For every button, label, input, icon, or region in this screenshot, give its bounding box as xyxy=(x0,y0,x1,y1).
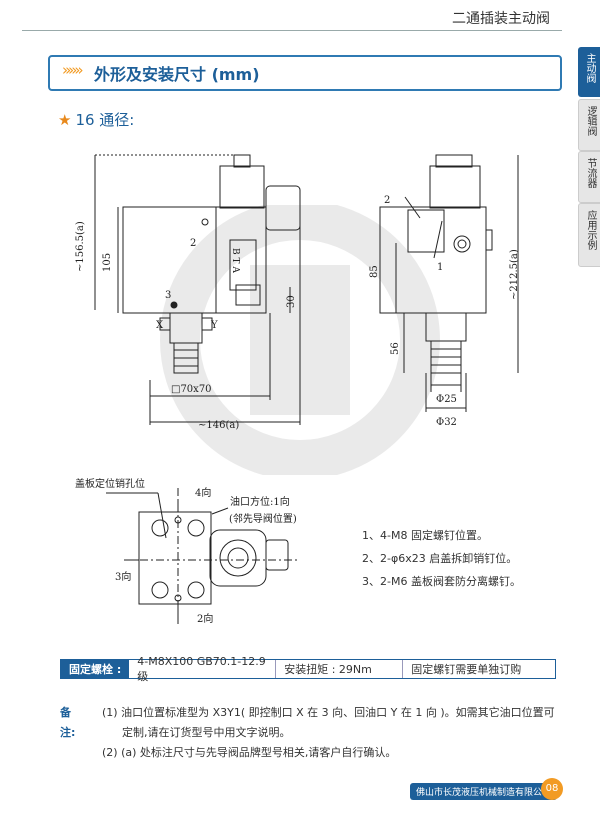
bolt-torque: 安装扭矩 : 29Nm xyxy=(276,660,404,678)
section-cut xyxy=(407,209,445,253)
section-header: »»» 外形及安装尺寸 (mm) xyxy=(48,55,562,91)
port-y xyxy=(201,317,213,331)
tab-logic-valve-label: 逻辑阀 xyxy=(585,106,596,136)
dim-h1565: ~156.5(a) xyxy=(75,221,86,272)
label-dir4: 4向 xyxy=(195,486,211,499)
tab-application-label: 应用示例 xyxy=(585,210,596,250)
bolt-spec-bar: 固定螺栓 : 4-M8X100 GB70.1-12.9 级 安装扭矩 : 29N… xyxy=(60,655,556,683)
tab-logic-valve[interactable]: 逻辑阀 xyxy=(578,99,600,151)
notes-list: 1、4-M8 固定螺钉位置。 2、2-φ6x23 启盖拆卸销钉位。 3、2-M6… xyxy=(362,524,521,593)
callout-2-right: 2 xyxy=(384,195,390,206)
cover-left xyxy=(215,206,267,314)
dim-d25: Φ25 xyxy=(436,394,457,405)
remark-1-cont: 定制,请在订货型号中用文字说明。 xyxy=(122,726,291,739)
dim-h30: 30 xyxy=(286,295,297,308)
tab-application[interactable]: 应用示例 xyxy=(578,203,600,267)
label-oil-port-note: (邻先导阀位置) xyxy=(229,512,297,525)
dim-d32: Φ32 xyxy=(436,417,457,428)
page-number: 08 xyxy=(541,778,563,800)
connector-left xyxy=(265,185,301,231)
port-x xyxy=(159,317,171,331)
label-x: X xyxy=(156,320,164,331)
header-title: 二通插装主动阀 xyxy=(452,11,550,27)
dim-w146: ~146(a) xyxy=(198,420,239,431)
label-y: Y xyxy=(210,320,218,331)
solenoid-left xyxy=(219,165,265,209)
callout-2-left: 2 xyxy=(190,238,196,249)
bta-plate xyxy=(229,239,257,291)
label-bta: B T A xyxy=(230,248,240,273)
chevrons-icon: »»» xyxy=(62,61,83,79)
callout-1: 1 xyxy=(437,262,443,273)
dim-square: □70x70 xyxy=(171,384,212,395)
label-dir2: 2向 xyxy=(197,612,213,625)
tab-active-valve[interactable]: 主动阀 xyxy=(578,47,600,97)
subsection-title: ★16 通径: xyxy=(58,109,134,130)
footer-company: 佛山市长茂液压机械制造有限公司 xyxy=(410,783,558,800)
remarks-label: 备注: xyxy=(60,706,76,739)
remark-2: (2) (a) 处标注尺寸与先导阀品牌型号相关,请客户自行确认。 xyxy=(102,746,397,759)
bolt-spec: 4-M8X100 GB70.1-12.9 级 xyxy=(129,655,277,683)
tab-throttle[interactable]: 节流器 xyxy=(578,151,600,203)
remark-1: (1) 油口位置标准型为 X3Y1( 即控制口 X 在 3 向、回油口 Y 在 … xyxy=(102,706,555,719)
label-oil-port: 油口方位:1向 xyxy=(230,495,290,508)
dim-h2125: ~212.5(a) xyxy=(509,249,520,300)
subsection-label: 16 通径: xyxy=(75,111,135,129)
tab-active-valve-label: 主动阀 xyxy=(584,53,595,83)
callout-3: 3 xyxy=(165,290,171,301)
tab-throttle-label: 节流器 xyxy=(585,158,596,188)
dim-h85: 85 xyxy=(369,265,380,278)
section-title: 外形及安装尺寸 (mm) xyxy=(94,65,260,84)
star-icon: ★ xyxy=(58,111,72,129)
bolt-order: 固定螺钉需要单独订购 xyxy=(411,663,522,676)
note-item: 2、2-φ6x23 启盖拆卸销钉位。 xyxy=(362,552,518,565)
solenoid-right xyxy=(429,165,481,209)
header-divider xyxy=(22,30,562,31)
dim-h56: 56 xyxy=(390,342,401,355)
label-dir3: 3向 xyxy=(115,570,131,583)
bolt-label: 固定螺栓 : xyxy=(61,660,130,678)
dim-h105: 105 xyxy=(102,253,113,272)
cover-plan xyxy=(138,511,212,605)
solenoid-plan xyxy=(209,529,267,587)
note-item: 3、2-M6 盖板阀套防分离螺钉。 xyxy=(362,575,521,588)
label-cover-hole: 盖板定位销孔位 xyxy=(75,477,145,490)
note-item: 1、4-M8 固定螺钉位置。 xyxy=(362,529,488,542)
